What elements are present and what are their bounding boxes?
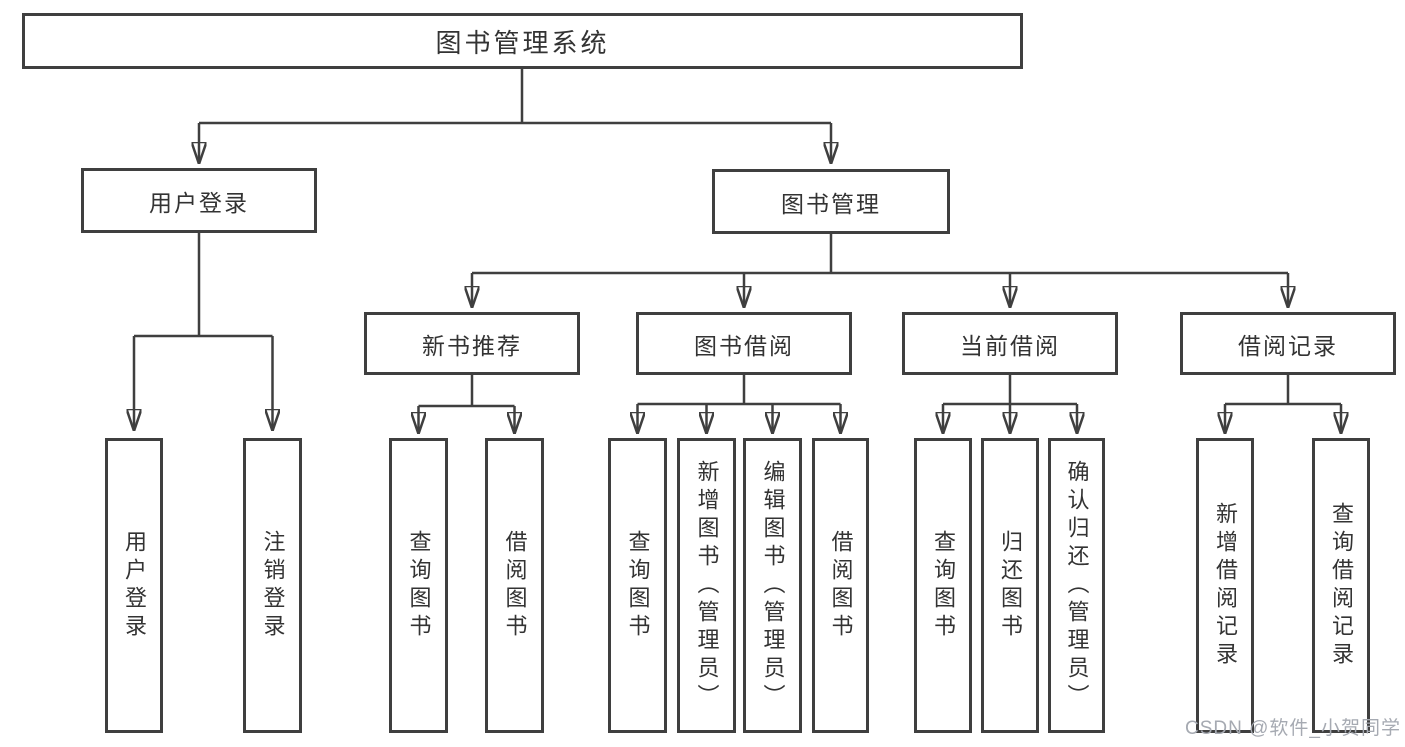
leaf-cb-confirm-return-admin: 确认归还（管理员）: [1048, 438, 1105, 733]
node-borrow-records: 借阅记录: [1180, 312, 1396, 375]
leaf-bb-edit-books-admin: 编辑图书（管理员）: [743, 438, 802, 733]
leaf-label: 新增图书（管理员）: [694, 459, 720, 712]
leaf-nb-query-books: 查询图书: [389, 438, 448, 733]
leaf-label: 查询图书: [931, 529, 956, 642]
leaf-label: 确认归还（管理员）: [1064, 459, 1090, 712]
connector-skeleton: [134, 69, 1341, 408]
leaf-cb-return-books: 归还图书: [981, 438, 1039, 733]
leaf-label: 用户登录: [122, 529, 147, 642]
leaf-nb-borrow-books: 借阅图书: [485, 438, 544, 733]
leaf-label: 查询借阅记录: [1329, 501, 1354, 670]
node-book-management: 图书管理: [712, 169, 950, 234]
leaf-label: 编辑图书（管理员）: [760, 459, 786, 712]
leaf-label: 查询图书: [406, 529, 432, 642]
leaf-logout: 注销登录: [243, 438, 302, 733]
node-new-book-recommend: 新书推荐: [364, 312, 580, 375]
leaf-cb-query-books: 查询图书: [914, 438, 972, 733]
leaf-label: 借阅图书: [828, 529, 854, 642]
leaf-label: 借阅图书: [502, 529, 528, 642]
leaf-br-add-record: 新增借阅记录: [1196, 438, 1254, 733]
leaf-label: 查询图书: [625, 529, 651, 642]
node-book-borrowing: 图书借阅: [636, 312, 852, 375]
leaf-label: 新增借阅记录: [1213, 501, 1238, 670]
leaf-br-query-record: 查询借阅记录: [1312, 438, 1370, 733]
node-user-login: 用户登录: [81, 168, 317, 233]
leaf-bb-query-books: 查询图书: [608, 438, 667, 733]
node-current-borrowing: 当前借阅: [902, 312, 1118, 375]
leaf-bb-add-books-admin: 新增图书（管理员）: [677, 438, 736, 733]
leaf-user-login: 用户登录: [105, 438, 163, 733]
leaf-bb-borrow-books: 借阅图书: [812, 438, 869, 733]
leaf-label: 注销登录: [260, 529, 286, 642]
node-library-management-system: 图书管理系统: [22, 13, 1023, 69]
leaf-label: 归还图书: [998, 529, 1023, 642]
csdn-watermark: CSDN @软件_小贺同学: [1185, 718, 1401, 739]
